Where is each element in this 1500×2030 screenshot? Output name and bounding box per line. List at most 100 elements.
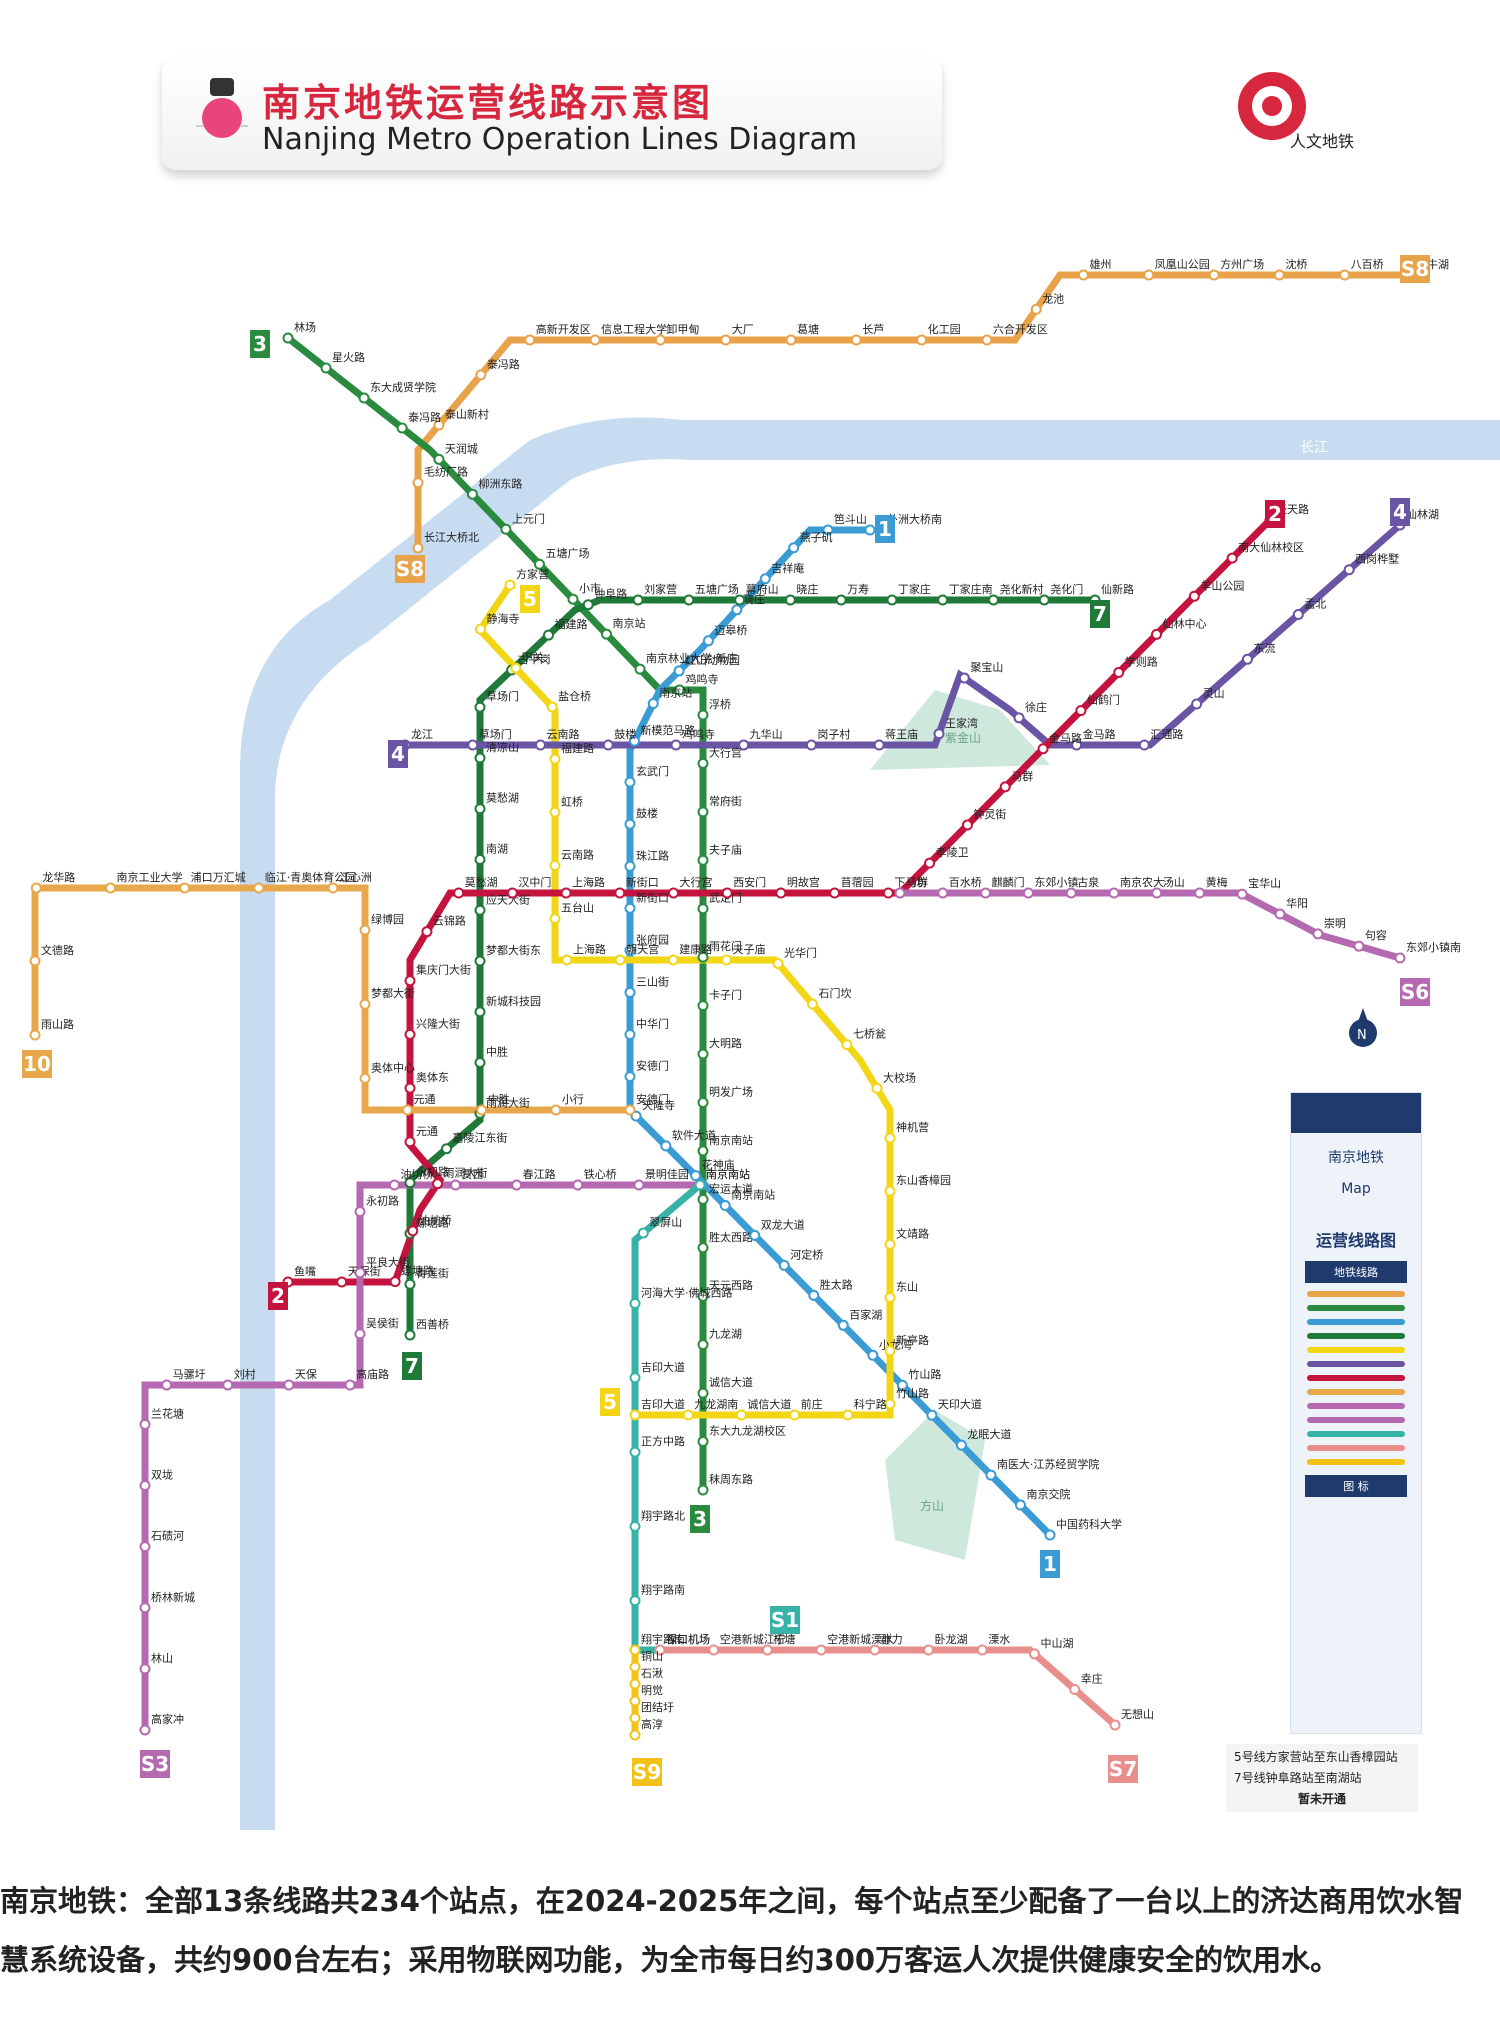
station-label[interactable]: 翔宇路北 bbox=[641, 1508, 685, 1522]
station-label[interactable]: 长江大桥北 bbox=[424, 530, 479, 544]
station-dot[interactable] bbox=[624, 1029, 636, 1041]
station-label[interactable]: 科宁路 bbox=[854, 1397, 887, 1411]
station-dot[interactable] bbox=[1339, 269, 1351, 281]
station-label[interactable]: 钟阜路 bbox=[594, 587, 627, 601]
station-label[interactable]: 东流 bbox=[1253, 641, 1275, 655]
station-label[interactable]: 鸡鸣寺 bbox=[686, 672, 719, 686]
station-label[interactable]: 西善桥 bbox=[416, 1317, 449, 1331]
station-label[interactable]: 应天大街 bbox=[486, 892, 530, 906]
station-dot[interactable] bbox=[572, 1179, 584, 1191]
station-label[interactable]: 六合开发区 bbox=[993, 322, 1048, 336]
station-label[interactable]: 竹山路 bbox=[908, 1367, 941, 1381]
station-label[interactable]: 光华门 bbox=[784, 946, 817, 960]
station-dot[interactable] bbox=[772, 958, 784, 970]
station-label[interactable]: 中胜 bbox=[488, 1092, 510, 1106]
station-dot[interactable] bbox=[673, 665, 685, 677]
station-dot[interactable] bbox=[1312, 928, 1324, 940]
station-dot[interactable] bbox=[976, 1644, 988, 1656]
station-label[interactable]: 大行宫 bbox=[679, 875, 712, 889]
station-dot[interactable] bbox=[629, 1729, 641, 1741]
station-label[interactable]: 中胜 bbox=[486, 1045, 508, 1059]
station-label[interactable]: 桥林新城 bbox=[151, 1590, 195, 1604]
station-dot[interactable] bbox=[734, 594, 746, 606]
station-label[interactable]: 南湖 bbox=[486, 843, 508, 856]
station-label[interactable]: 长芦 bbox=[862, 323, 884, 336]
station-dot[interactable] bbox=[474, 803, 486, 815]
station-dot[interactable] bbox=[327, 882, 339, 894]
station-dot[interactable] bbox=[629, 1678, 641, 1690]
station-dot[interactable] bbox=[981, 334, 993, 346]
station-dot[interactable] bbox=[404, 1136, 416, 1148]
station-dot[interactable] bbox=[884, 1345, 896, 1357]
station-label[interactable]: 双龙大道 bbox=[761, 1217, 805, 1231]
station-label[interactable]: 羊山公园 bbox=[1200, 578, 1244, 592]
station-label[interactable]: 南大仙林校区 bbox=[1238, 540, 1304, 554]
station-dot[interactable] bbox=[139, 1602, 151, 1614]
station-label[interactable]: 明故宫 bbox=[787, 875, 820, 889]
station-label[interactable]: 螺塘路 bbox=[416, 1215, 449, 1229]
station-dot[interactable] bbox=[533, 558, 545, 570]
station-label[interactable]: 梦都大街 bbox=[371, 986, 415, 1000]
station-label[interactable]: 花神庙 bbox=[702, 1158, 735, 1172]
station-dot[interactable] bbox=[1191, 698, 1203, 710]
station-dot[interactable] bbox=[667, 887, 679, 899]
station-label[interactable]: 高家冲 bbox=[151, 1712, 184, 1726]
station-dot[interactable] bbox=[1188, 590, 1200, 602]
station-dot[interactable] bbox=[1113, 667, 1125, 679]
station-label[interactable]: 虹桥 bbox=[561, 795, 583, 808]
station-label[interactable]: 卧龙湖 bbox=[935, 1633, 968, 1646]
station-dot[interactable] bbox=[614, 887, 626, 899]
station-label[interactable]: 安德门 bbox=[636, 1059, 669, 1073]
station-dot[interactable] bbox=[1071, 739, 1083, 751]
station-label[interactable]: 八百桥 bbox=[1351, 258, 1384, 271]
station-label[interactable]: 草场门 bbox=[486, 689, 519, 703]
station-label[interactable]: 集庆门大街 bbox=[416, 963, 471, 977]
station-dot[interactable] bbox=[867, 1349, 879, 1361]
station-dot[interactable] bbox=[697, 1193, 709, 1205]
station-dot[interactable] bbox=[344, 1379, 356, 1391]
station-label[interactable]: 上海路 bbox=[573, 942, 606, 956]
station-label[interactable]: 丁家庄南 bbox=[949, 582, 993, 596]
station-label[interactable]: 天润城 bbox=[445, 441, 478, 455]
station-label[interactable]: 梦都大街东 bbox=[486, 943, 541, 957]
station-dot[interactable] bbox=[629, 1595, 641, 1607]
station-label[interactable]: 吴侯街 bbox=[366, 1316, 399, 1330]
station-dot[interactable] bbox=[624, 776, 636, 788]
station-label[interactable]: 林场 bbox=[294, 320, 316, 334]
station-label[interactable]: 雨润大街 bbox=[444, 1166, 488, 1180]
station-label[interactable]: 刘村 bbox=[234, 1367, 256, 1381]
station-dot[interactable] bbox=[1208, 269, 1220, 281]
station-dot[interactable] bbox=[1236, 888, 1248, 900]
station-dot[interactable] bbox=[1151, 887, 1163, 899]
station-dot[interactable] bbox=[933, 728, 945, 740]
station-label[interactable]: 常府街 bbox=[709, 794, 742, 808]
station-dot[interactable] bbox=[697, 1242, 709, 1254]
station-label[interactable]: 上元门 bbox=[512, 511, 545, 525]
station-label[interactable]: 新街口 bbox=[626, 875, 659, 889]
station-dot[interactable] bbox=[476, 1104, 488, 1116]
station-dot[interactable] bbox=[697, 1436, 709, 1448]
station-dot[interactable] bbox=[336, 1276, 348, 1288]
station-label[interactable]: 诚信大道 bbox=[709, 1375, 753, 1389]
station-dot[interactable] bbox=[467, 739, 479, 751]
station-dot[interactable] bbox=[937, 594, 949, 606]
station-label[interactable]: 大行宫 bbox=[709, 745, 742, 759]
station-dot[interactable] bbox=[674, 684, 686, 696]
station-label[interactable]: 星火路 bbox=[332, 351, 365, 364]
station-label[interactable]: 高淳 bbox=[641, 1717, 663, 1731]
station-dot[interactable] bbox=[789, 1409, 801, 1421]
station-dot[interactable] bbox=[670, 739, 682, 751]
station-dot[interactable] bbox=[886, 594, 898, 606]
station-dot[interactable] bbox=[1044, 1529, 1056, 1541]
station-dot[interactable] bbox=[624, 818, 636, 830]
station-label[interactable]: 幕府山 bbox=[746, 582, 779, 596]
station-dot[interactable] bbox=[697, 854, 709, 866]
station-dot[interactable] bbox=[682, 1409, 694, 1421]
station-label[interactable]: 卡子门 bbox=[709, 988, 742, 1002]
station-label[interactable]: 青莲街 bbox=[416, 1266, 449, 1280]
station-dot[interactable] bbox=[759, 573, 771, 585]
station-dot[interactable] bbox=[354, 1267, 366, 1279]
station-dot[interactable] bbox=[475, 369, 487, 381]
station-label[interactable]: 徐庄 bbox=[1025, 700, 1047, 714]
station-dot[interactable] bbox=[404, 1028, 416, 1040]
